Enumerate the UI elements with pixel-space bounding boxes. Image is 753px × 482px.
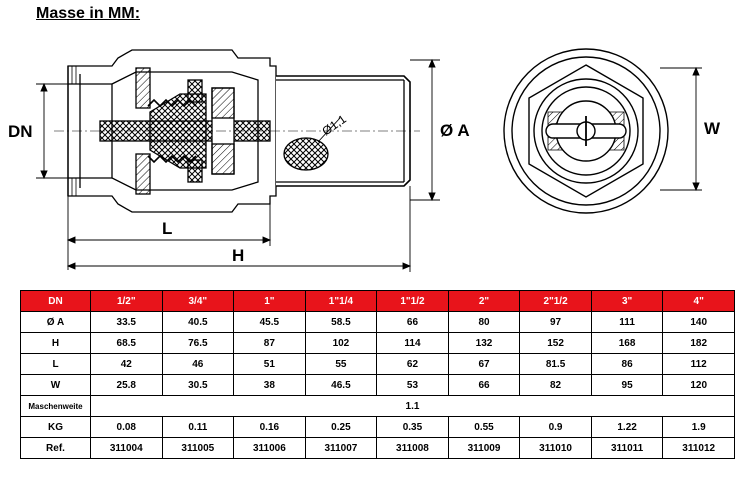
table-cell: 311007 (304, 437, 378, 459)
table-cell: 30.5 (161, 374, 235, 396)
table-row: W 25.8 30.5 38 46.5 53 66 82 95 120 (20, 374, 735, 396)
table-cell: 1.9 (662, 416, 735, 438)
header-size: 1/2" (90, 290, 163, 312)
row-label: H (20, 332, 91, 354)
table-cell: 311012 (662, 437, 735, 459)
technical-drawing: DN Ø A L H W Ø1,1 (8, 48, 721, 272)
table-cell: 311008 (376, 437, 449, 459)
table-cell: 58.5 (304, 311, 378, 333)
table-cell: 46 (161, 353, 235, 375)
header-size: 1"1/2 (376, 290, 449, 312)
table-cell: 62 (376, 353, 449, 375)
dimensions-table: DN 1/2" 3/4" 1" 1"1/4 1"1/2 2" 2"1/2 3" … (20, 290, 735, 459)
table-row: H 68.5 76.5 87 102 114 132 152 168 182 (20, 332, 735, 354)
table-cell: 0.55 (447, 416, 521, 438)
row-label: W (20, 374, 91, 396)
valve-end-view (503, 48, 669, 214)
table-cell: 53 (376, 374, 449, 396)
row-label: Maschenweite (20, 395, 91, 417)
table-cell: 168 (590, 332, 664, 354)
table-cell: 152 (519, 332, 592, 354)
table-cell: 25.8 (90, 374, 163, 396)
table-cell: 114 (376, 332, 449, 354)
table-cell: 87 (233, 332, 306, 354)
table-cell: 311006 (233, 437, 306, 459)
table-cell: 66 (447, 374, 521, 396)
table-cell: 45.5 (233, 311, 306, 333)
table-cell: 97 (519, 311, 592, 333)
table-cell: 80 (447, 311, 521, 333)
table-cell: 132 (447, 332, 521, 354)
table-cell: 1.1 (90, 395, 735, 417)
h-label: H (232, 246, 244, 265)
table-row: KG 0.08 0.11 0.16 0.25 0.35 0.55 0.9 1.2… (20, 416, 735, 438)
table-cell: 46.5 (304, 374, 378, 396)
table-cell: 182 (662, 332, 735, 354)
table-cell: 1.22 (590, 416, 664, 438)
header-size: 3/4" (161, 290, 235, 312)
table-cell: 0.35 (376, 416, 449, 438)
table-cell: 66 (376, 311, 449, 333)
header-dn: DN (20, 290, 91, 312)
header-size: 1"1/4 (304, 290, 378, 312)
l-label: L (162, 219, 172, 238)
table-cell: 81.5 (519, 353, 592, 375)
row-label: Ø A (20, 311, 91, 333)
header-size: 1" (233, 290, 306, 312)
header-size: 2"1/2 (519, 290, 592, 312)
table-cell: 33.5 (90, 311, 163, 333)
row-label: KG (20, 416, 91, 438)
dn-label: DN (8, 122, 33, 141)
table-cell: 311009 (447, 437, 521, 459)
table-cell: 51 (233, 353, 306, 375)
table-row: Maschenweite 1.1 (20, 395, 735, 417)
diameter-a-label: Ø A (440, 121, 470, 140)
table-row: L 42 46 51 55 62 67 81.5 86 112 (20, 353, 735, 375)
table-cell: 40.5 (161, 311, 235, 333)
table-cell: 0.9 (519, 416, 592, 438)
table-row: Ø A 33.5 40.5 45.5 58.5 66 80 97 111 140 (20, 311, 735, 333)
table-cell: 120 (662, 374, 735, 396)
table-cell: 55 (304, 353, 378, 375)
table-cell: 0.25 (304, 416, 378, 438)
table-cell: 0.11 (161, 416, 235, 438)
table-cell: 86 (590, 353, 664, 375)
w-label: W (704, 119, 721, 138)
table-cell: 42 (90, 353, 163, 375)
header-size: 4" (662, 290, 735, 312)
table-row: Ref. 311004 311005 311006 311007 311008 … (20, 437, 735, 459)
header-size: 2" (447, 290, 521, 312)
dimension-lines (36, 58, 702, 272)
row-label: Ref. (20, 437, 91, 459)
table-cell: 102 (304, 332, 378, 354)
table-cell: 68.5 (90, 332, 163, 354)
table-cell: 311004 (90, 437, 163, 459)
table-cell: 311010 (519, 437, 592, 459)
table-cell: 112 (662, 353, 735, 375)
table-cell: 311005 (161, 437, 235, 459)
table-cell: 82 (519, 374, 592, 396)
header-size: 3" (590, 290, 664, 312)
table-cell: 67 (447, 353, 521, 375)
row-label: L (20, 353, 91, 375)
table-cell: 0.16 (233, 416, 306, 438)
table-cell: 95 (590, 374, 664, 396)
table-cell: 0.08 (90, 416, 163, 438)
table-cell: 140 (662, 311, 735, 333)
table-cell: 38 (233, 374, 306, 396)
table-cell: 76.5 (161, 332, 235, 354)
table-cell: 311011 (590, 437, 664, 459)
table-header-row: DN 1/2" 3/4" 1" 1"1/4 1"1/2 2" 2"1/2 3" … (20, 290, 735, 312)
page-title: Masse in MM: (36, 5, 141, 22)
table-cell: 111 (590, 311, 664, 333)
